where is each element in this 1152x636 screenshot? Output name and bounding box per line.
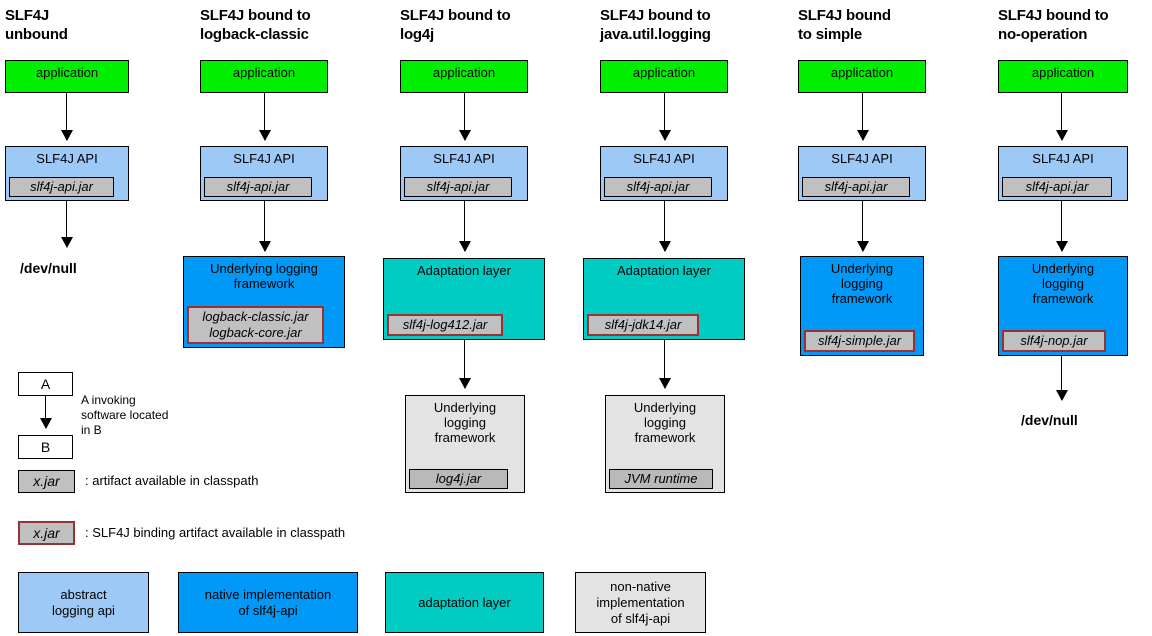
box-label: application (632, 65, 696, 80)
box-label: Underlying logging framework (633, 400, 697, 445)
box-label: SLF4J API (36, 151, 98, 166)
legend-arrow-a-to-b (40, 396, 52, 429)
box-slf4j-api-log4j: SLF4J API slf4j-api.jar (400, 146, 528, 201)
arrow-adapter-to-impl-log4j (459, 340, 471, 389)
jar-chip-log4j: log4j.jar (409, 469, 508, 489)
box-slf4j-api-simple: SLF4J API slf4j-api.jar (798, 146, 926, 201)
box-slf4j-api-nop: SLF4J API slf4j-api.jar (998, 146, 1128, 201)
box-label: SLF4J API (633, 151, 695, 166)
legend-artifact-sample: x.jar (18, 470, 75, 493)
arrow-application-to-api-simple (857, 93, 869, 141)
arrow-adapter-to-impl-jul (659, 340, 671, 389)
box-underlying-framework-simple: Underlying logging framework slf4j-simpl… (800, 256, 924, 356)
arrow-application-to-api-nop (1056, 93, 1068, 141)
box-label: application (1031, 65, 1095, 80)
column-title-java-util-logging: SLF4J bound to java.util.logging (600, 7, 711, 43)
box-underlying-framework-log4j: Underlying logging framework log4j.jar (405, 395, 525, 493)
box-label: Underlying logging framework (433, 400, 497, 445)
jar-chip-slf4j-api: slf4j-api.jar (9, 177, 114, 197)
arrow-application-to-api-unbound (61, 93, 73, 141)
arrow-api-to-adapter-jul (659, 201, 671, 252)
arrow-application-to-api-log4j (459, 93, 471, 141)
box-label: Adaptation layer (617, 263, 711, 278)
sink-devnull-unbound: /dev/null (20, 260, 77, 276)
legend-binding-artifact-caption: : SLF4J binding artifact available in cl… (85, 525, 346, 540)
sink-devnull-nop: /dev/null (1021, 412, 1078, 428)
arrow-api-to-adapter-log4j (459, 201, 471, 252)
box-application-logback: application (200, 60, 328, 93)
key-adaptation-layer: adaptation layer (385, 572, 544, 633)
jar-chip-simple-binding: slf4j-simple.jar (804, 330, 915, 352)
jar-chip-slf4j-api: slf4j-api.jar (604, 177, 712, 197)
box-label: application (830, 65, 894, 80)
box-underlying-framework-jul: Underlying logging framework JVM runtime (605, 395, 725, 493)
arrow-api-to-impl-nop (1056, 201, 1068, 252)
legend-box-a: A (18, 372, 73, 396)
jar-chip-log4j-binding: slf4j-log412.jar (387, 314, 503, 336)
box-label: Underlying logging framework (830, 261, 894, 306)
jar-chip-logback-binding: logback-classic.jar logback-core.jar (187, 306, 324, 344)
box-label: Underlying logging framework (210, 261, 318, 291)
column-title-no-operation: SLF4J bound to no-operation (998, 7, 1109, 43)
jar-chip-slf4j-api: slf4j-api.jar (802, 177, 910, 197)
box-label: application (35, 65, 99, 80)
box-slf4j-api-jul: SLF4J API slf4j-api.jar (600, 146, 728, 201)
legend-artifact-caption: : artifact available in classpath (85, 473, 259, 488)
jar-chip-slf4j-api: slf4j-api.jar (1002, 177, 1112, 197)
column-title-simple: SLF4J bound to simple (798, 7, 891, 43)
box-label: SLF4J API (831, 151, 893, 166)
arrow-api-to-impl-logback (259, 201, 271, 252)
column-title-log4j: SLF4J bound to log4j (400, 7, 511, 43)
arrow-api-to-impl-simple (857, 201, 869, 252)
arrow-application-to-api-jul (659, 93, 671, 141)
box-application-nop: application (998, 60, 1128, 93)
box-application-log4j: application (400, 60, 528, 93)
column-title-unbound: SLF4J unbound (5, 7, 68, 43)
box-label: application (432, 65, 496, 80)
box-slf4j-api-logback: SLF4J API slf4j-api.jar (200, 146, 328, 201)
column-title-logback-classic: SLF4J bound to logback-classic (200, 7, 311, 43)
box-label: Underlying logging framework (1031, 261, 1095, 306)
box-application-jul: application (600, 60, 728, 93)
legend-binding-artifact-sample: x.jar (18, 521, 75, 545)
key-abstract-logging-api: abstract logging api (18, 572, 149, 633)
jar-chip-slf4j-api: slf4j-api.jar (204, 177, 312, 197)
box-label: SLF4J API (433, 151, 495, 166)
arrow-application-to-api-logback (259, 93, 271, 141)
key-non-native-implementation: non-native implementation of slf4j-api (575, 572, 706, 633)
key-native-implementation: native implementation of slf4j-api (178, 572, 358, 633)
legend-box-b: B (18, 435, 73, 459)
arrow-api-to-devnull-unbound (61, 201, 73, 248)
box-underlying-framework-nop: Underlying logging framework slf4j-nop.j… (998, 256, 1128, 356)
box-application-simple: application (798, 60, 926, 93)
arrow-impl-to-devnull-nop (1056, 356, 1068, 401)
box-slf4j-api-unbound: SLF4J API slf4j-api.jar (5, 146, 129, 201)
legend-invocation-description: A invoking software located in B (81, 393, 169, 437)
jar-chip-jvm-runtime: JVM runtime (609, 469, 713, 489)
box-application-unbound: application (5, 60, 129, 93)
box-label: SLF4J API (1032, 151, 1094, 166)
box-underlying-framework-logback: Underlying logging framework logback-cla… (183, 256, 345, 348)
box-label: application (232, 65, 296, 80)
jar-chip-slf4j-api: slf4j-api.jar (404, 177, 512, 197)
box-adaptation-layer-jul: Adaptation layer slf4j-jdk14.jar (583, 258, 745, 340)
box-label: SLF4J API (233, 151, 295, 166)
jar-chip-jdk14-binding: slf4j-jdk14.jar (587, 314, 699, 336)
jar-chip-nop-binding: slf4j-nop.jar (1002, 330, 1106, 352)
box-label: Adaptation layer (417, 263, 511, 278)
box-adaptation-layer-log4j: Adaptation layer slf4j-log412.jar (383, 258, 545, 340)
